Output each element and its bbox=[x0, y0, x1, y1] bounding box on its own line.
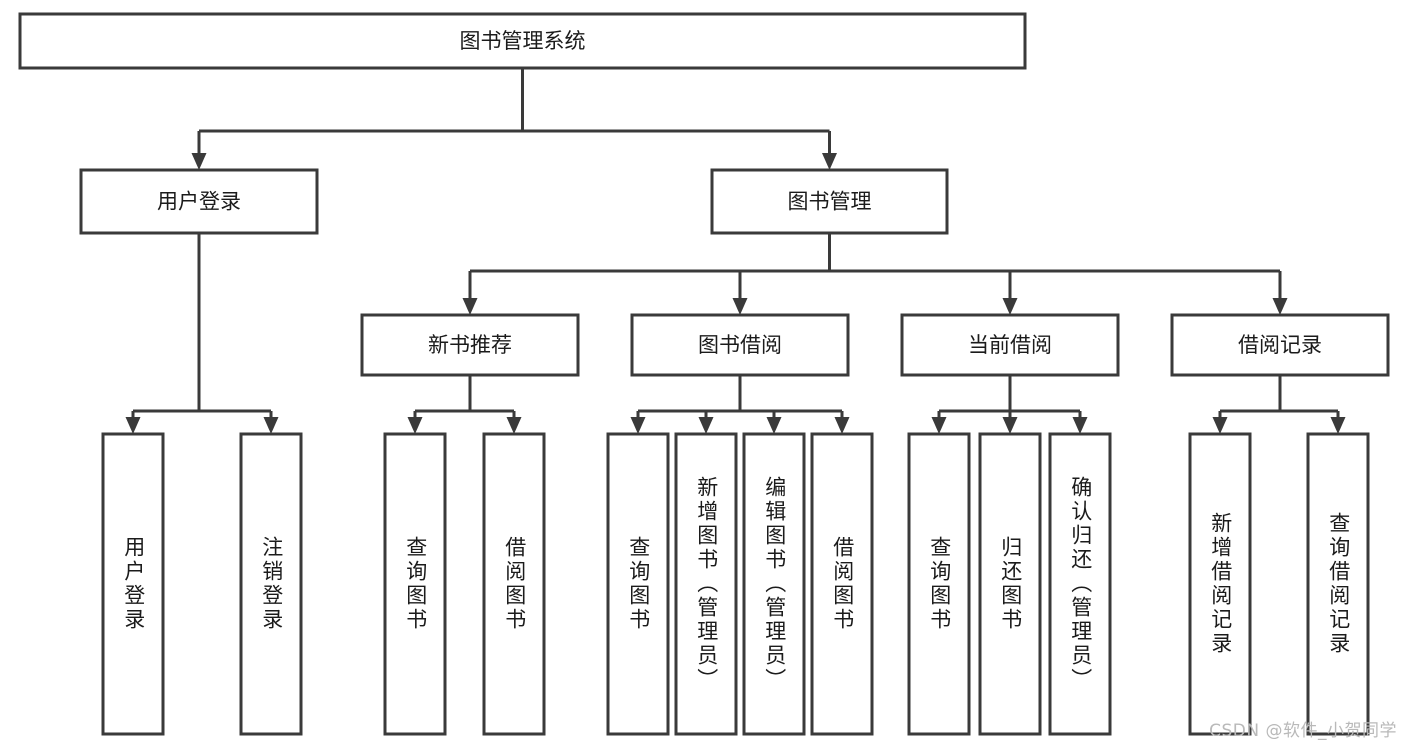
node-box-leaf-user-login bbox=[101, 432, 165, 736]
node-box-leaf-query-book-3 bbox=[907, 432, 971, 736]
connector-layer bbox=[125, 68, 1346, 434]
arrow-head-icon bbox=[630, 417, 646, 434]
node-box-leaf-confirm-return bbox=[1048, 432, 1112, 736]
node-label-current-borrow: 当前借阅 bbox=[968, 333, 1052, 357]
arrow-head-icon bbox=[462, 298, 478, 315]
arrow-head-icon bbox=[732, 298, 748, 315]
arrow-head-icon bbox=[1002, 298, 1018, 315]
node-label-book-borrow: 图书借阅 bbox=[698, 333, 782, 357]
arrow-head-icon bbox=[263, 417, 279, 434]
node-box-current-borrow bbox=[900, 313, 1120, 377]
node-label-book-manage: 图书管理 bbox=[788, 190, 872, 214]
node-box-leaf-add-book bbox=[674, 432, 738, 736]
arrow-head-icon bbox=[407, 417, 423, 434]
arrow-head-icon bbox=[1002, 417, 1018, 434]
node-box-book-borrow bbox=[630, 313, 850, 377]
arrow-head-icon bbox=[822, 153, 837, 170]
arrow-head-icon bbox=[766, 417, 782, 434]
node-box-leaf-logout bbox=[239, 432, 303, 736]
node-box-book-manage bbox=[710, 168, 949, 235]
arrow-head-icon bbox=[1212, 417, 1228, 434]
node-label-new-book-rec: 新书推荐 bbox=[428, 333, 512, 357]
arrow-head-icon bbox=[698, 417, 714, 434]
arrow-head-icon bbox=[834, 417, 850, 434]
arrow-head-icon bbox=[1330, 417, 1346, 434]
node-box-new-book-rec bbox=[360, 313, 580, 377]
node-box-leaf-query-book-1 bbox=[383, 432, 447, 736]
arrow-head-icon bbox=[1072, 417, 1088, 434]
node-box-leaf-return-book bbox=[978, 432, 1042, 736]
node-box-borrow-record bbox=[1170, 313, 1390, 377]
csdn-watermark: CSDN @软件_小贺同学 bbox=[1209, 721, 1397, 741]
node-box-leaf-query-book-2 bbox=[606, 432, 670, 736]
node-box-leaf-add-record bbox=[1188, 432, 1252, 736]
arrow-head-icon bbox=[931, 417, 947, 434]
node-box-leaf-borrow-book-2 bbox=[810, 432, 874, 736]
node-box-leaf-query-record bbox=[1306, 432, 1370, 736]
node-box-user-login bbox=[79, 168, 319, 235]
arrow-head-icon bbox=[191, 153, 207, 170]
node-box-leaf-edit-book bbox=[742, 432, 806, 736]
node-label-borrow-record: 借阅记录 bbox=[1238, 333, 1322, 357]
node-label-root: 图书管理系统 bbox=[460, 29, 586, 53]
node-label-user-login: 用户登录 bbox=[157, 190, 241, 214]
arrow-head-icon bbox=[125, 417, 141, 434]
node-box-layer bbox=[18, 12, 1390, 736]
arrow-head-icon bbox=[1272, 298, 1288, 315]
node-box-root bbox=[18, 12, 1027, 70]
arrow-head-icon bbox=[506, 417, 522, 434]
node-box-leaf-borrow-book-1 bbox=[482, 432, 546, 736]
